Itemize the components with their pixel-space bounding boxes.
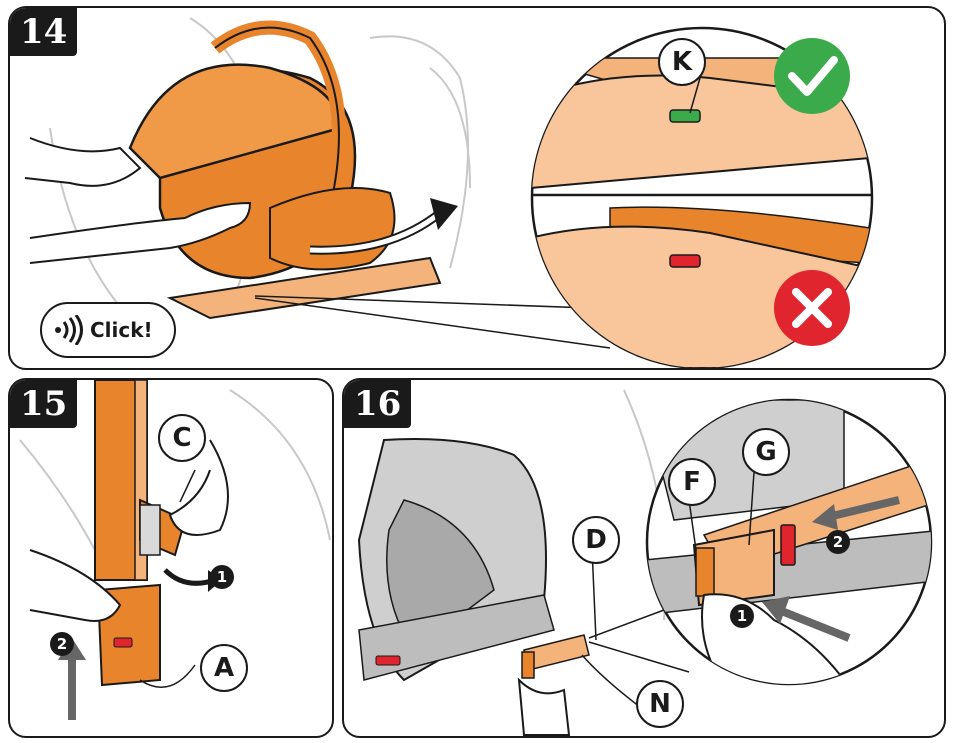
callout-d: D [572, 516, 620, 564]
step-number-16: 16 [344, 380, 412, 428]
panel-step-15: 15 C A 1 2 [8, 378, 334, 738]
step-number-15: 15 [10, 380, 78, 428]
callout-g: G [742, 428, 790, 476]
click-label: Click! [90, 318, 153, 342]
callout-f: F [668, 458, 716, 506]
step-badge-1: 1 [730, 604, 754, 628]
callout-a: A [200, 644, 248, 692]
click-sound-bubble: Click! [40, 302, 176, 358]
step-number-14: 14 [10, 8, 78, 56]
panel-step-14: 14 K Click! [8, 6, 946, 370]
step-badge-2: 2 [50, 632, 74, 656]
step-badge-1: 1 [210, 565, 234, 589]
step-14-illustration [24, 17, 874, 368]
step-15-illustration [19, 380, 331, 720]
sound-waves-icon [55, 315, 83, 345]
callout-n: N [636, 680, 684, 728]
callout-c: C [158, 414, 206, 462]
step-badge-2: 2 [826, 530, 850, 554]
callout-k: K [658, 38, 706, 86]
panel-step-16: 16 D N F G 1 2 [342, 378, 946, 738]
step-16-illustration [357, 389, 933, 736]
